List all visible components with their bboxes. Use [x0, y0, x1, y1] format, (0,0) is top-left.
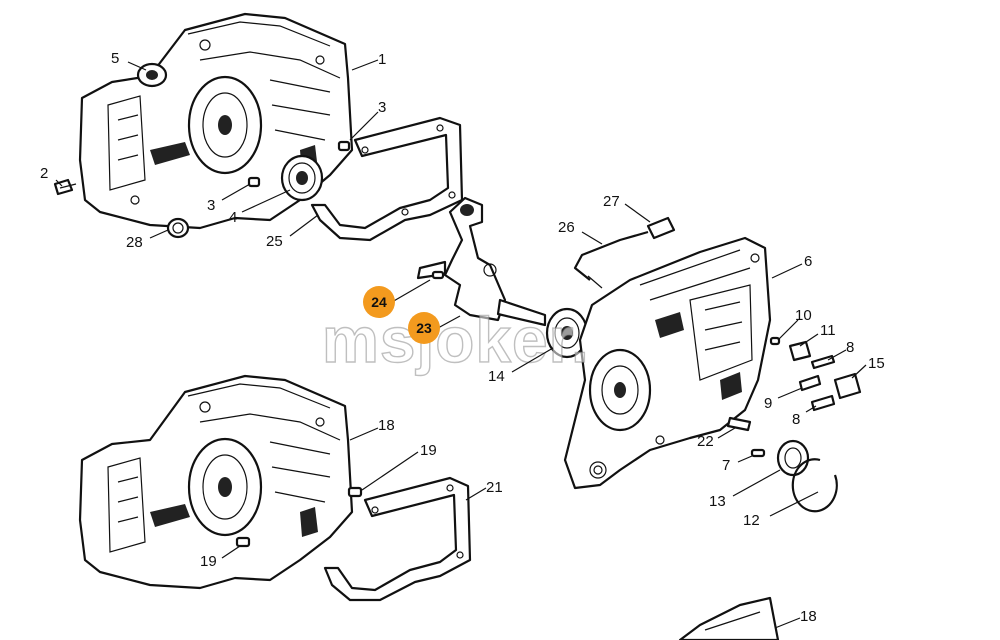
label-part-18a: 18 [378, 417, 395, 434]
highlight-badge-24: 24 [363, 286, 395, 318]
gasket-part-21 [323, 476, 472, 602]
crankcase-half-right [563, 236, 772, 490]
label-part-3a: 3 [378, 99, 386, 116]
label-part-22: 22 [697, 433, 714, 450]
watermark: msjoker. [322, 304, 590, 376]
dowel-pin-part-19a [347, 486, 363, 498]
part-labels: 5 1 3 2 3 4 28 25 27 26 6 14 10 11 8 15 … [40, 50, 885, 625]
spring-pin-part-9 [798, 374, 822, 392]
oil-hose-part-26 [573, 230, 649, 289]
label-part-13: 13 [709, 493, 726, 510]
label-part-15: 15 [868, 355, 885, 372]
label-part-8b: 8 [792, 411, 800, 428]
crankcase-half-lower [78, 374, 354, 590]
label-part-3b: 3 [207, 197, 215, 214]
label-part-1: 1 [378, 51, 386, 68]
key-part-24 [431, 270, 445, 280]
oil-seal-part-13 [776, 439, 810, 477]
label-part-2: 2 [40, 165, 48, 182]
sleeve-part-11 [788, 340, 812, 362]
label-part-21: 21 [486, 479, 503, 496]
label-part-27: 27 [603, 193, 620, 210]
dowel-pin-part-3a [337, 140, 351, 152]
label-part-18b: 18 [800, 608, 817, 625]
pin-part-7 [750, 448, 766, 458]
dowel-pin-part-3b [247, 176, 261, 188]
label-part-26: 26 [558, 219, 575, 236]
fitting-part-27 [646, 216, 676, 240]
label-part-8a: 8 [846, 339, 854, 356]
label-part-11: 11 [820, 322, 836, 339]
label-part-19a: 19 [420, 442, 437, 459]
dowel-pin-part-19b [235, 536, 251, 548]
screw-part-2 [53, 178, 77, 196]
label-part-6: 6 [804, 253, 812, 270]
pin-part-10 [769, 336, 781, 346]
label-part-19b: 19 [200, 553, 217, 570]
highlight-badge-23: 23 [408, 312, 440, 344]
label-part-7: 7 [722, 457, 730, 474]
label-part-10: 10 [795, 307, 812, 324]
label-part-14: 14 [488, 368, 505, 385]
crankcase-half-partial [678, 596, 780, 640]
ball-bearing-part-14 [545, 307, 589, 359]
leader-lines [55, 59, 867, 629]
label-part-25: 25 [266, 233, 283, 250]
ball-bearing-part-4 [280, 154, 324, 202]
screw-part-22 [726, 416, 752, 432]
crankshaft [416, 196, 547, 327]
label-part-5: 5 [111, 50, 119, 67]
label-part-28: 28 [126, 234, 143, 251]
screw-part-8b [810, 394, 836, 412]
screw-part-8a [810, 354, 836, 370]
label-part-9: 9 [764, 395, 772, 412]
oil-seal-part-5 [136, 62, 168, 88]
plug-part-28 [166, 217, 190, 239]
label-part-12: 12 [743, 512, 760, 529]
label-part-4: 4 [229, 209, 237, 226]
label-part-24: 24 [371, 294, 387, 310]
label-part-23: 23 [416, 320, 432, 336]
circlip-part-12 [791, 458, 838, 513]
stud-part-15 [833, 372, 862, 400]
